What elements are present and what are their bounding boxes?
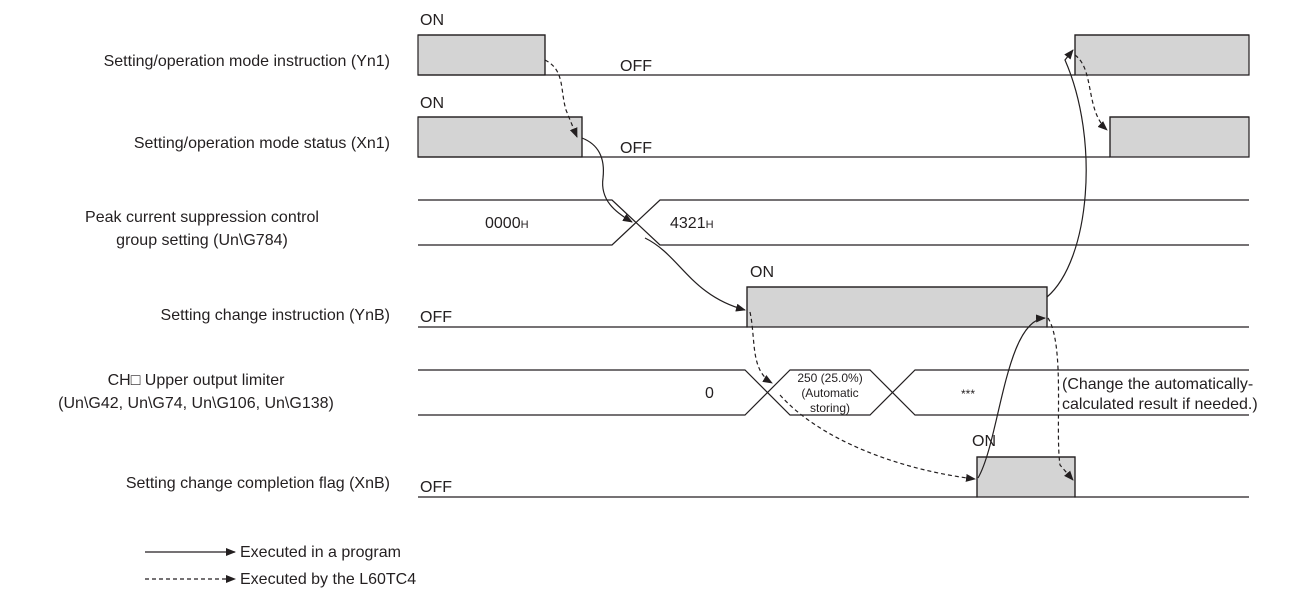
g784-before-value: 0000H xyxy=(485,215,529,232)
limiter-mid-line2: (Automatic xyxy=(801,386,858,400)
signal-label-limiter-line2: (Un\G42, Un\G74, Un\G106, Un\G138) xyxy=(58,395,334,412)
xn1-on-label: ON xyxy=(420,95,444,112)
xn1-off-label: OFF xyxy=(620,140,652,157)
limiter-after-value: *** xyxy=(961,387,975,401)
yn1-on-label: ON xyxy=(420,12,444,29)
ynb-off-label: OFF xyxy=(420,309,452,326)
limiter-note-line1: (Change the automatically- xyxy=(1062,376,1253,393)
signal-label-limiter-line1: CH□ Upper output limiter xyxy=(108,372,286,389)
waveform-xnb: OFF ON xyxy=(418,433,1249,498)
ynb-on-label: ON xyxy=(750,264,774,281)
waveform-limiter: 0 250 (25.0%) (Automatic storing) *** (C… xyxy=(418,369,1258,416)
signal-label-ynb: Setting change instruction (YnB) xyxy=(161,307,390,324)
legend-solid-label: Executed in a program xyxy=(240,544,401,561)
waveform-g784: 0000H 4321H xyxy=(418,199,1249,246)
signal-label-g784-line1: Peak current suppression control xyxy=(85,209,319,226)
signal-label-xnb: Setting change completion flag (XnB) xyxy=(126,475,390,492)
yn1-off-label: OFF xyxy=(620,58,652,75)
limiter-mid-line1: 250 (25.0%) xyxy=(797,371,862,385)
waveform-xn1: ON OFF xyxy=(417,95,1250,158)
g784-after-value: 4321H xyxy=(670,215,714,232)
signal-label-yn1: Setting/operation mode instruction (Yn1) xyxy=(104,53,390,70)
limiter-mid-line3: storing) xyxy=(810,401,850,415)
module-arrows xyxy=(544,54,1108,482)
xnb-off-label: OFF xyxy=(420,479,452,496)
legend-dashed-label: Executed by the L60TC4 xyxy=(240,571,416,588)
waveform-ynb: OFF ON xyxy=(418,264,1249,328)
signal-label-xn1: Setting/operation mode status (Xn1) xyxy=(134,135,390,152)
legend: Executed in a program Executed by the L6… xyxy=(145,544,416,588)
signal-label-g784-line2: group setting (Un\G784) xyxy=(116,232,288,249)
limiter-before-value: 0 xyxy=(705,385,714,402)
waveform-yn1: ON OFF xyxy=(417,12,1250,76)
limiter-note-line2: calculated result if needed.) xyxy=(1062,396,1258,413)
program-arrows xyxy=(581,49,1087,479)
